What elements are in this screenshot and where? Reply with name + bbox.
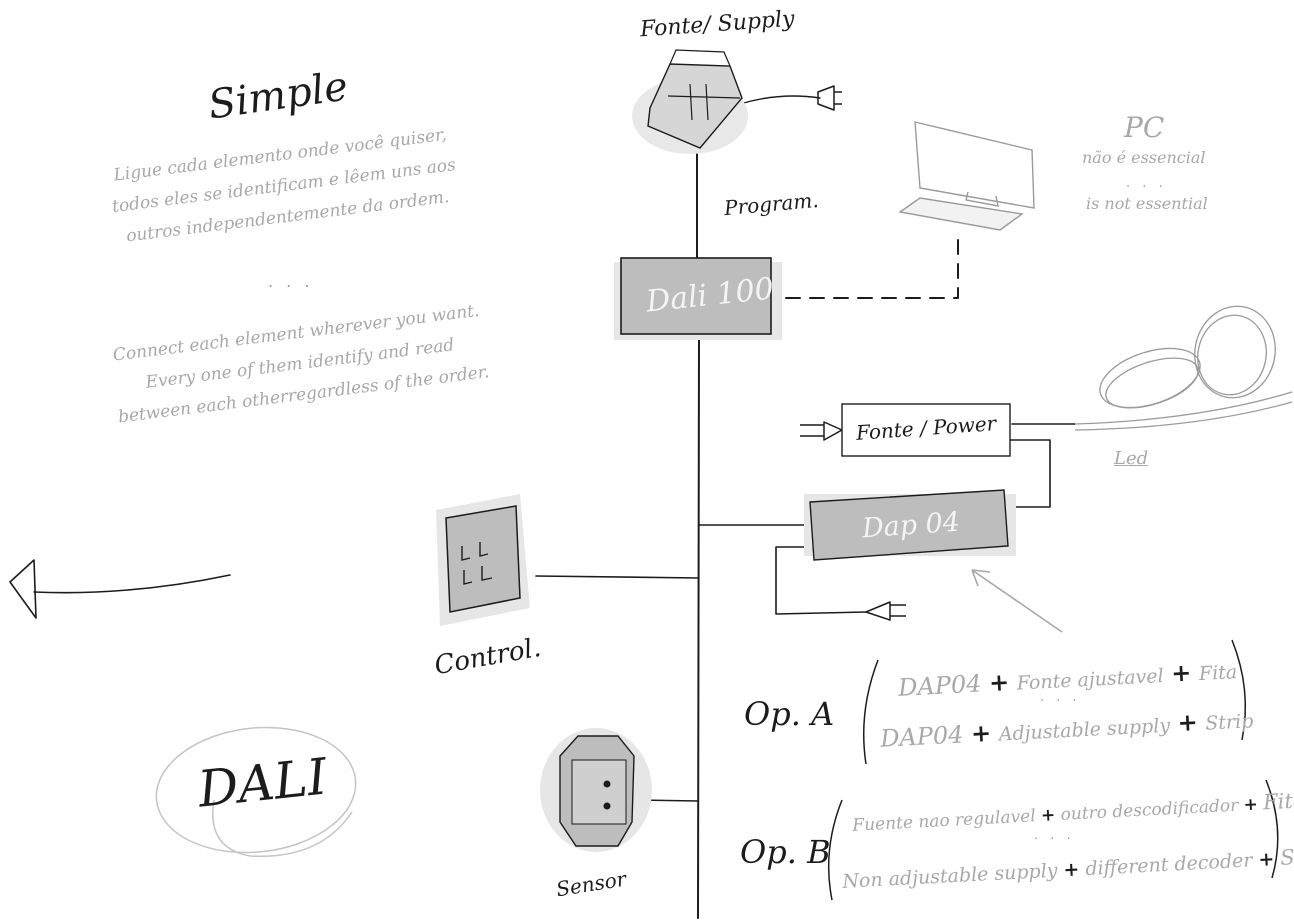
pc-note-separator: . . . [1126, 176, 1167, 191]
intro-separator: . . . [268, 272, 314, 291]
pc-link-dashed [785, 231, 959, 299]
op-b-bracket-left [827, 799, 843, 901]
op-a-bracket-left [862, 659, 879, 765]
op-b-label: Op. B [740, 833, 831, 871]
dap-plug-icon [865, 601, 906, 621]
op-a-en-item: Strip [1204, 710, 1254, 735]
op-b-en-item: Strip [1279, 843, 1294, 870]
sensor-icon [540, 728, 652, 852]
op-a-separator: . . . [1040, 690, 1081, 705]
pc-note-en: is not essential [1086, 194, 1208, 213]
main-bus-line [696, 149, 700, 919]
op-a-label: Op. A [744, 695, 835, 733]
dali-logo-circle [155, 726, 357, 858]
dali-logo: DALI [195, 747, 330, 819]
op-b-pt-item: Fita [1262, 788, 1294, 815]
pointer-arrow [971, 569, 1063, 633]
computer-icon [898, 121, 1035, 231]
power-plug-icon [800, 421, 843, 441]
op-a-bracket-right [1231, 639, 1247, 741]
op-b-separator: . . . [1034, 828, 1075, 843]
control-panel-icon [436, 494, 530, 626]
branch-control [535, 575, 700, 579]
supply-plug-wire [739, 95, 821, 105]
dali100-box [614, 257, 782, 340]
power-dap-wire [1009, 439, 1051, 508]
pc-label: PC [1124, 111, 1165, 144]
supply-plug-icon [817, 85, 842, 111]
op-b-bracket-right [1265, 779, 1279, 879]
dap04-box [804, 489, 1016, 561]
power-box [841, 403, 1011, 457]
dap-plug-wire [775, 546, 867, 615]
led-strip-icon [1074, 305, 1293, 431]
led-label: Led [1114, 448, 1149, 469]
power-supply-icon [632, 49, 748, 154]
op-a-pt-item: DAP04 [897, 669, 983, 702]
back-arrow [33, 574, 231, 594]
op-a-pt-item: Fita [1198, 661, 1238, 686]
op-a-en-item: DAP04 [879, 720, 965, 753]
pc-note-pt: não é essencial [1082, 148, 1206, 167]
